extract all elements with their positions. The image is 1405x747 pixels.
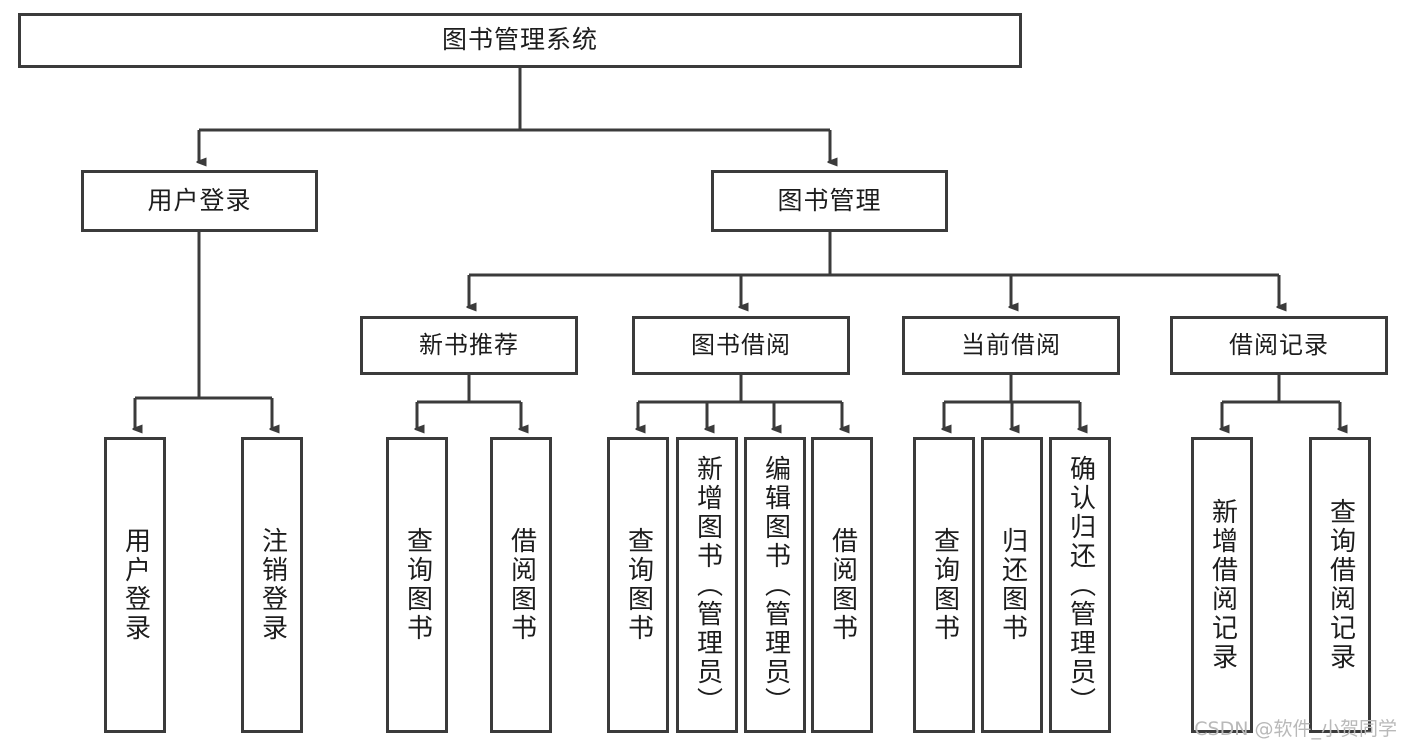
leaf-borrow-book-recommend[interactable]: 借阅图书 — [490, 437, 552, 733]
node-label: 查询图书 — [402, 527, 433, 643]
leaf-confirm-return-admin[interactable]: 确认归还（管理员） — [1049, 437, 1111, 733]
leaf-query-borrow-record[interactable]: 查询借阅记录 — [1309, 437, 1371, 733]
node-borrow-records[interactable]: 借阅记录 — [1170, 316, 1388, 375]
node-book-management[interactable]: 图书管理 — [711, 170, 948, 232]
node-label: 查询图书 — [929, 527, 960, 643]
node-label: 确认归还（管理员） — [1065, 454, 1096, 716]
leaf-user-logout[interactable]: 注销登录 — [241, 437, 303, 733]
node-new-book-recommend[interactable]: 新书推荐 — [360, 316, 578, 375]
node-label: 查询图书 — [623, 527, 654, 643]
node-label: 借阅图书 — [506, 527, 537, 643]
leaf-edit-book-admin[interactable]: 编辑图书（管理员） — [744, 437, 806, 733]
node-label: 借阅图书 — [827, 527, 858, 643]
node-label: 注销登录 — [257, 527, 288, 643]
leaf-query-book-current[interactable]: 查询图书 — [913, 437, 975, 733]
node-label: 新增借阅记录 — [1207, 498, 1238, 672]
leaf-query-book-recommend[interactable]: 查询图书 — [386, 437, 448, 733]
leaf-add-book-admin[interactable]: 新增图书（管理员） — [676, 437, 738, 733]
node-root-system[interactable]: 图书管理系统 — [18, 13, 1022, 68]
node-label: 图书管理系统 — [441, 25, 598, 55]
node-book-borrow[interactable]: 图书借阅 — [632, 316, 850, 375]
leaf-query-book-borrow[interactable]: 查询图书 — [607, 437, 669, 733]
node-label: 图书管理 — [777, 185, 882, 215]
node-label: 图书借阅 — [691, 330, 791, 359]
node-label: 新书推荐 — [419, 330, 519, 359]
leaf-add-borrow-record[interactable]: 新增借阅记录 — [1191, 437, 1253, 733]
leaf-user-login[interactable]: 用户登录 — [104, 437, 166, 733]
node-label: 用户登录 — [120, 527, 151, 643]
node-label: 查询借阅记录 — [1325, 498, 1356, 672]
node-label: 当前借阅 — [961, 330, 1061, 359]
node-label: 借阅记录 — [1229, 330, 1329, 359]
node-label: 归还图书 — [997, 527, 1028, 643]
node-user-login[interactable]: 用户登录 — [81, 170, 318, 232]
leaf-borrow-book[interactable]: 借阅图书 — [811, 437, 873, 733]
csdn-watermark: CSDN @软件_小贺同学 — [1194, 718, 1397, 740]
node-label: 编辑图书（管理员） — [760, 454, 791, 716]
leaf-return-book[interactable]: 归还图书 — [981, 437, 1043, 733]
node-label: 新增图书（管理员） — [692, 454, 723, 716]
node-current-borrow[interactable]: 当前借阅 — [902, 316, 1120, 375]
node-label: 用户登录 — [147, 185, 252, 215]
